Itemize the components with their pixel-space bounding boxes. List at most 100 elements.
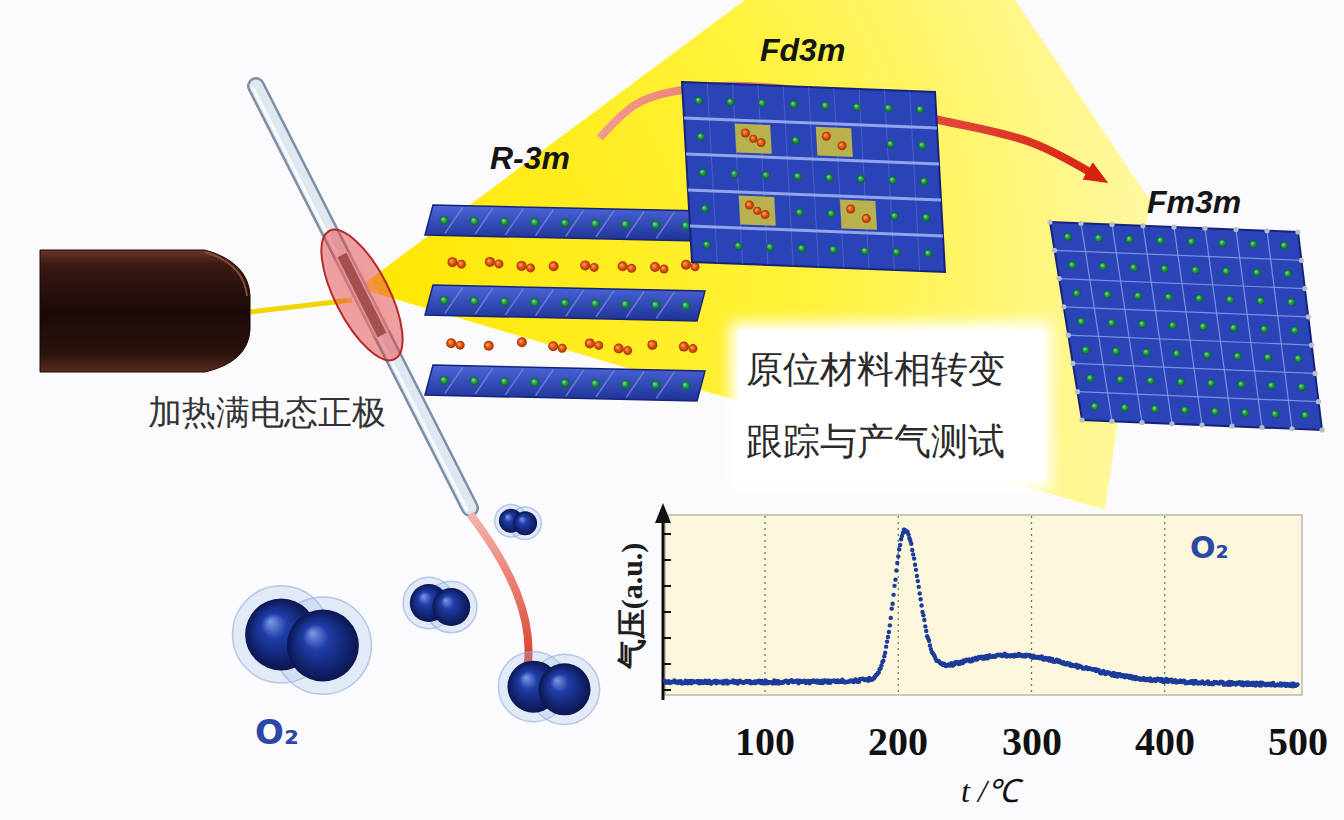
lithium-atom	[862, 214, 871, 223]
objective-lens	[205, 252, 247, 296]
metal-atom	[1222, 267, 1230, 275]
lithium-atom	[614, 344, 624, 354]
oxygen-atom	[513, 511, 537, 535]
lithium-atom	[761, 210, 770, 219]
metal-atom	[1253, 269, 1261, 277]
metal-atom	[1191, 266, 1199, 274]
edge-atom	[1229, 424, 1234, 429]
grid-line	[898, 516, 899, 694]
edge-atom	[1075, 389, 1080, 394]
grid-line	[1031, 516, 1032, 694]
edge-atom	[1109, 222, 1114, 227]
lithium-atom	[585, 338, 595, 348]
metal-atom	[1301, 411, 1309, 419]
y-axis	[662, 520, 665, 700]
grid-line	[765, 516, 1165, 694]
layered-structure	[425, 205, 705, 401]
edge-atom	[1319, 427, 1324, 432]
data-point	[927, 639, 931, 643]
metal-atom	[1257, 297, 1265, 305]
edge-atom	[1066, 333, 1071, 338]
metal-atom	[1116, 375, 1124, 383]
axis-label: 400	[1135, 718, 1195, 766]
lithium-atom	[753, 207, 761, 215]
axis-label: 100	[735, 718, 795, 766]
metal-atom	[1134, 292, 1142, 300]
lithium-atom	[688, 344, 697, 353]
axis-label: 500	[1268, 718, 1328, 766]
metal-atom	[1226, 296, 1234, 304]
metal-atom	[1177, 378, 1185, 386]
data-point	[912, 556, 916, 560]
lattice-line	[1059, 279, 1305, 289]
edge-atom	[1057, 276, 1062, 281]
edge-atom	[1306, 314, 1311, 319]
data-point	[923, 624, 927, 628]
lattice-line	[1073, 363, 1315, 373]
metal-atom	[829, 246, 837, 254]
data-point	[913, 563, 917, 567]
oxygen-atom	[539, 663, 591, 715]
lattice-line	[809, 87, 819, 267]
axis-label: t /℃	[961, 772, 1019, 810]
metal-atom	[1151, 405, 1159, 413]
data-point	[918, 597, 922, 601]
data-point	[914, 568, 918, 572]
metal-atom	[891, 212, 899, 220]
data-point	[894, 568, 898, 572]
heater-ring	[305, 219, 418, 372]
metal-atom	[1138, 320, 1146, 328]
vacancy-channel	[739, 196, 776, 226]
data-point	[916, 579, 920, 583]
metal-atom	[591, 299, 600, 308]
metal-atom	[1086, 374, 1094, 382]
edge-atom	[1047, 219, 1052, 224]
metal-atom	[530, 218, 539, 227]
metal-atom	[1199, 323, 1207, 331]
heater-ring	[305, 219, 418, 372]
axis-tick	[663, 585, 671, 587]
phase-label: Fd3m	[760, 32, 845, 69]
metal-atom	[918, 141, 926, 149]
metal-atom	[621, 220, 630, 229]
data-point	[921, 613, 925, 617]
structure-panel: R-3m	[420, 138, 710, 408]
metal-atom	[621, 300, 630, 309]
edge-atom	[1070, 361, 1075, 366]
edge-atom	[1316, 399, 1321, 404]
lithium-atom	[548, 341, 558, 351]
metal-atom	[621, 380, 630, 389]
metal-atom	[1284, 270, 1292, 278]
metal-atom	[1161, 265, 1169, 273]
lithium-atom	[590, 263, 599, 272]
rocksalt-structure	[1047, 219, 1324, 432]
metal-atom	[1187, 238, 1195, 246]
rocksalt-block	[1050, 222, 1322, 430]
edge-atom	[1233, 227, 1238, 232]
metal-atom	[530, 298, 539, 307]
data-point	[915, 574, 919, 578]
metal-atom	[726, 98, 734, 106]
metal-atom	[470, 297, 479, 306]
edge-atom	[1202, 226, 1207, 231]
y-axis	[655, 503, 671, 700]
layer-gap	[686, 154, 939, 164]
metal-atom	[924, 249, 932, 257]
edge-atom	[1140, 223, 1145, 228]
metal-atom	[1291, 326, 1299, 334]
layer-gap	[688, 190, 941, 200]
metal-atom	[1068, 261, 1076, 269]
metal-atom	[1207, 379, 1215, 387]
lithium-atom	[679, 342, 689, 352]
metal-atom	[500, 217, 509, 226]
axis-label: 200	[868, 718, 928, 766]
lattice-line	[910, 91, 920, 271]
edge-atom	[1259, 425, 1264, 430]
metal-atom	[1099, 262, 1107, 270]
metal-atom	[1157, 237, 1165, 245]
lithium-atom	[446, 338, 456, 348]
metal-atom	[790, 100, 798, 108]
metal-atom	[794, 172, 802, 180]
axis-title: 气压(a.u.)	[614, 543, 650, 670]
